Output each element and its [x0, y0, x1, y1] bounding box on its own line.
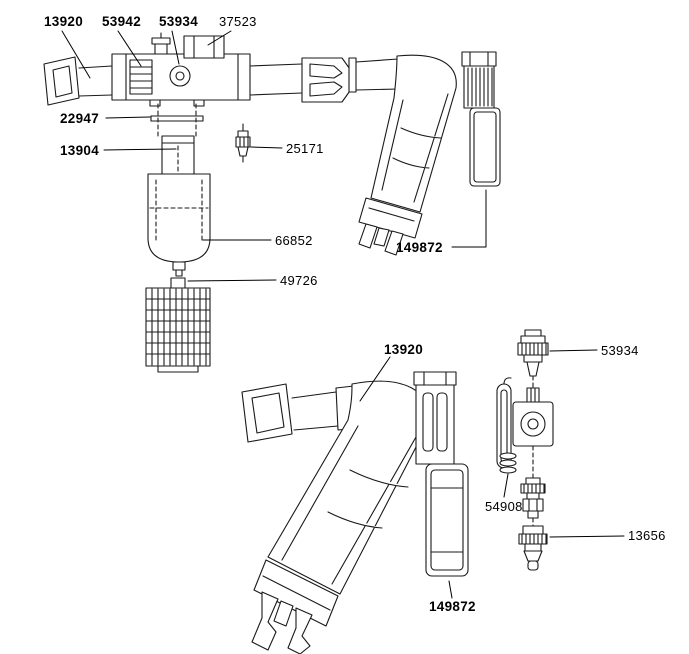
part-label-13920-lower: 13920 [384, 342, 424, 357]
part-label-53934-right: 53934 [601, 343, 639, 358]
connector-lower-right [413, 371, 469, 577]
connector-upper-right [461, 51, 501, 187]
elbow-hose-upper [348, 54, 457, 256]
filter-element-13904 [161, 135, 195, 175]
part-label-13920-top: 13920 [44, 14, 84, 29]
filter-head [111, 32, 251, 107]
part-label-49726: 49726 [280, 273, 318, 288]
part-label-25171: 25171 [286, 141, 324, 156]
part-label-13656: 13656 [628, 528, 666, 543]
muffler-49726 [145, 277, 211, 373]
strap-end-lower-left [241, 383, 293, 443]
part-label-37523: 37523 [219, 14, 257, 29]
gasket-22947 [150, 103, 204, 137]
filter-bowl-66852 [147, 173, 211, 277]
part-label-149872-lower: 149872 [429, 599, 476, 614]
fitting-54908 [520, 477, 546, 527]
part-label-13904: 13904 [60, 143, 100, 158]
fitting-13656 [518, 525, 548, 571]
part-label-54908: 54908 [485, 499, 523, 514]
clip-spring [496, 377, 512, 469]
fitting-53934 [517, 329, 549, 389]
strap-right [249, 63, 303, 96]
strap-end-left [43, 56, 80, 106]
hose-buckle-upper [358, 197, 423, 239]
elbow-hose-lower [251, 380, 431, 654]
valve-stem [154, 43, 168, 55]
part-label-53934-top: 53934 [159, 14, 199, 29]
bleed-valve-25171 [235, 123, 251, 163]
part-label-53942: 53942 [102, 14, 142, 29]
buckle-right [301, 57, 353, 103]
part-label-66852: 66852 [275, 233, 313, 248]
leader-lines [61, 30, 625, 599]
part-label-22947: 22947 [60, 111, 100, 126]
drain-fitting [172, 261, 186, 271]
strap-left [78, 65, 113, 97]
part-label-149872-upper: 149872 [396, 240, 443, 255]
valve-body-54908 [499, 387, 554, 479]
